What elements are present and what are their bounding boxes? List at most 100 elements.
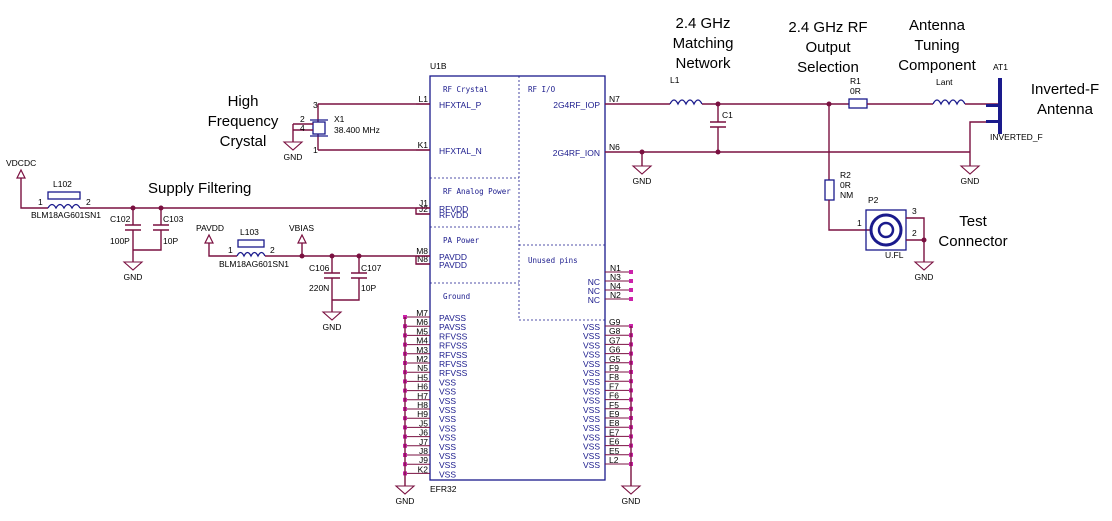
pin-name: VSS: [439, 405, 456, 415]
pin-number: F9: [609, 363, 619, 373]
crystal-pin: 1: [313, 145, 318, 155]
annotation-crystal-line2: Frequency: [208, 113, 279, 130]
annotation-crystal-line3: Crystal: [220, 133, 267, 150]
chip-u1b: U1B EFR32 RF Crystal RF I/O RF Analog Po…: [429, 61, 606, 494]
pin-name: NC: [588, 295, 600, 305]
net-pavdd: PAVDD: [196, 223, 224, 233]
pin-number: M7: [416, 308, 428, 318]
antenna-short: [986, 120, 1000, 123]
annotation-supply-filtering: Supply Filtering: [148, 180, 251, 197]
p2-pin3: 3: [912, 206, 917, 216]
pin-name: PAVSS: [439, 313, 466, 323]
capacitor-c107: [332, 256, 367, 301]
pin-number: F6: [609, 391, 619, 401]
pin-number: G8: [609, 326, 621, 336]
pin-number: G5: [609, 354, 621, 364]
annotation-crystal-line1: High: [228, 93, 259, 110]
pin-name: VSS: [439, 387, 456, 397]
annotation-tuning-line2: Tuning: [914, 37, 959, 54]
pin-number: J2: [419, 204, 428, 214]
annotation-tuning-line3: Component: [898, 57, 976, 74]
crystal-value: 38.400 MHz: [334, 125, 380, 135]
l102-pin1: 1: [38, 197, 43, 207]
ferrite-l102-body: [47, 191, 81, 200]
pin-name: HFXTAL_P: [439, 100, 482, 110]
pin-name: RFVSS: [439, 368, 468, 378]
connector-body: [865, 209, 907, 251]
annotation-output-selection: 2.4 GHz RF Output Selection: [788, 19, 867, 76]
ground-icon: [321, 311, 343, 321]
section-rf-crystal: RF Crystal: [443, 85, 488, 94]
net-gnd-label: GND: [396, 496, 415, 506]
section-rf-analog-power: RF Analog Power: [443, 187, 511, 196]
l103-pin1: 1: [228, 245, 233, 255]
pin-name: NC: [588, 277, 600, 287]
r2-value: 0R: [840, 180, 851, 190]
c106-ref: C106: [309, 263, 330, 273]
pin-name: VSS: [439, 396, 456, 406]
resistor-r2: [824, 179, 835, 201]
pin-name: VSS: [439, 423, 456, 433]
l103-value: BLM18AG601SN1: [219, 259, 289, 269]
pin-number: N5: [417, 363, 428, 373]
pin-number: E9: [609, 409, 620, 419]
c107-ref: C107: [361, 263, 382, 273]
pin-number: L1: [419, 94, 429, 104]
annotation-matching-line3: Network: [675, 55, 731, 72]
crystal-pin: 2: [300, 114, 305, 124]
pin-name: VSS: [583, 442, 600, 452]
pin-number: E8: [609, 418, 620, 428]
chip-name: EFR32: [430, 484, 457, 494]
c103-value: 10P: [163, 236, 178, 246]
pin-name: VSS: [583, 396, 600, 406]
supply-pavdd: PAVDD L103 1 2 BLM18AG601SN1 VBIAS C106 …: [196, 223, 430, 312]
inductor-l103-coil: [236, 251, 266, 258]
pin-name: VSS: [583, 368, 600, 378]
chip-outline: [429, 75, 606, 481]
resistor-r1: [848, 98, 868, 109]
pin-number: F7: [609, 381, 619, 391]
annotation-output-line2: Output: [805, 39, 851, 56]
pin-terminal: [629, 297, 633, 301]
pin-name: VSS: [583, 359, 600, 369]
pin-number: G7: [609, 335, 621, 345]
capacitor-c102: [125, 208, 141, 250]
pin-name: VSS: [583, 340, 600, 350]
pin-name: 2G4RF_IOP: [553, 100, 600, 110]
pin-number: N3: [610, 272, 621, 282]
capacitor-c1: [710, 104, 726, 152]
pin-number: N8: [417, 254, 428, 264]
r1-value: 0R: [850, 86, 861, 96]
pin-name: HFXTAL_N: [439, 146, 482, 156]
antenna-feed: [986, 104, 1000, 107]
c102-ref: C102: [110, 214, 131, 224]
pin-number: H8: [417, 400, 428, 410]
pin-number: F8: [609, 372, 619, 382]
pin-number: M5: [416, 326, 428, 336]
net-gnd-label: GND: [124, 272, 143, 282]
crystal-pin: 3: [313, 100, 318, 110]
net-vdcdc: VDCDC: [6, 158, 36, 168]
crystal-x1: X1 38.400 MHz 3 2 4 1: [292, 100, 430, 155]
junction: [299, 253, 305, 259]
pin-number: N7: [609, 94, 620, 104]
pin-name: RFVSS: [439, 359, 468, 369]
pin-terminal: [629, 279, 633, 283]
power-arrow-icon: [16, 168, 26, 179]
pin-terminal: [629, 270, 633, 274]
pin-number: K1: [418, 140, 429, 150]
pin-name: RFVSS: [439, 350, 468, 360]
c106-value: 220N: [309, 283, 329, 293]
section-rf-io: RF I/O: [528, 85, 556, 94]
ground-icon: [913, 261, 935, 271]
chip-pins: L1HFXTAL_PK1HFXTAL_NJ1RFVDDJ2RFVDDM8PAVD…: [403, 94, 633, 479]
pin-name: VSS: [583, 377, 600, 387]
pin-name: RFVDD: [439, 204, 468, 214]
pin-number: H7: [417, 391, 428, 401]
l102-value: BLM18AG601SN1: [31, 210, 101, 220]
pin-number: N1: [610, 263, 621, 273]
connector-p2: P2 U.FL 1 3 2: [857, 195, 927, 262]
pin-number: N2: [610, 290, 621, 300]
inductor-l1: [669, 99, 703, 106]
